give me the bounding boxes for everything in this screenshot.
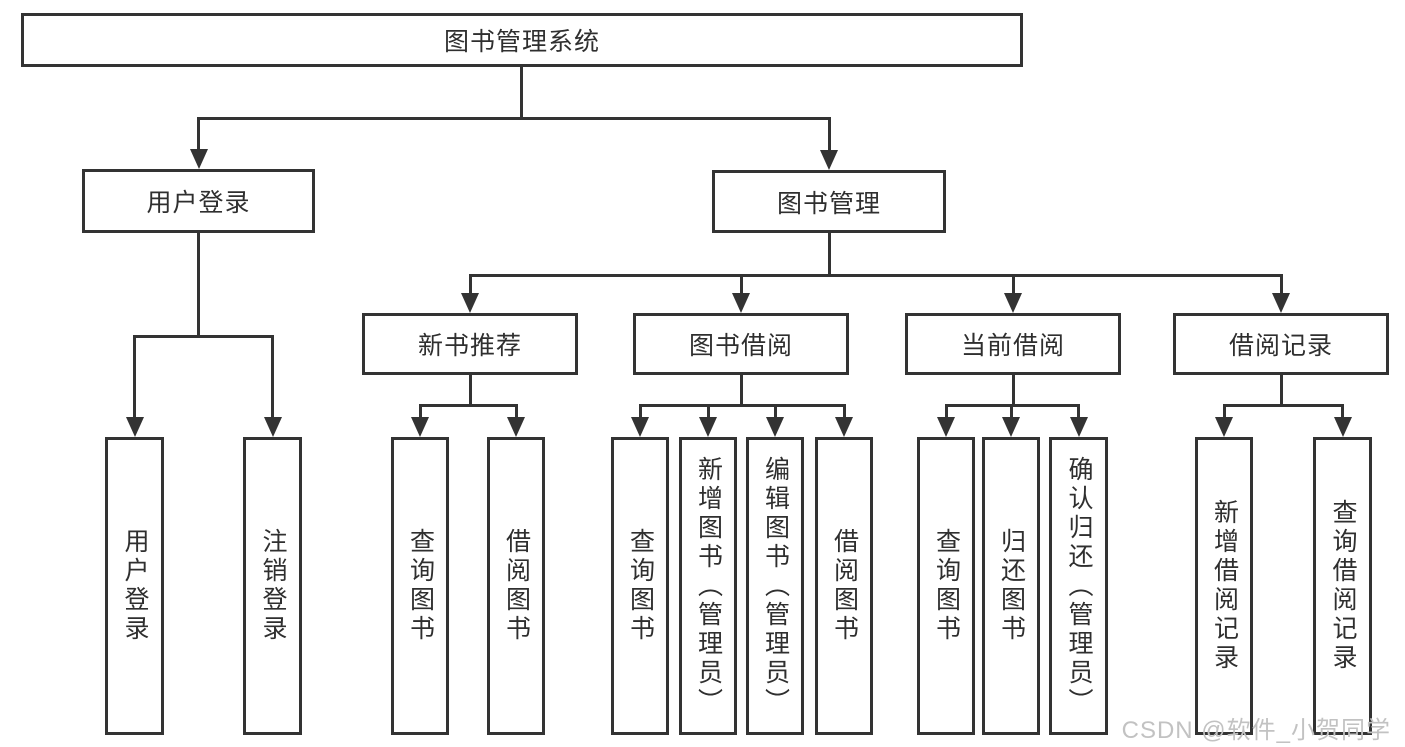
arrow-down-icon xyxy=(189,149,208,169)
node-library-management-system: 图书管理系统 xyxy=(21,13,1023,67)
connector-stem xyxy=(1279,375,1283,407)
connector-drop xyxy=(1011,274,1015,295)
connector-drop xyxy=(1009,404,1013,419)
arrow-down-icon xyxy=(699,417,717,437)
node-user-login: 用户登录 xyxy=(82,169,315,233)
arrow-down-icon xyxy=(820,150,838,170)
connector-drop xyxy=(468,274,472,295)
leaf-query-borrow-record: 查询借阅记录 xyxy=(1313,437,1372,735)
arrow-down-icon xyxy=(411,417,429,437)
node-book-management: 图书管理 xyxy=(712,170,946,233)
connector-stem xyxy=(197,233,200,338)
leaf-query-books-borrowing: 查询图书 xyxy=(611,437,669,735)
arrow-down-icon xyxy=(766,417,784,437)
arrow-down-icon xyxy=(1004,293,1022,313)
connector-stem xyxy=(1011,375,1015,407)
connector-drop xyxy=(944,404,948,419)
arrow-down-icon xyxy=(1069,417,1088,437)
leaf-borrow-books-borrowing: 借阅图书 xyxy=(815,437,873,735)
arrow-down-icon xyxy=(835,417,853,437)
leaf-edit-book-admin: 编辑图书（管理员） xyxy=(746,437,804,735)
connector-stem xyxy=(827,233,831,277)
node-borrowing-records: 借阅记录 xyxy=(1173,313,1389,375)
node-book-borrowing: 图书借阅 xyxy=(633,313,849,375)
connector-drop xyxy=(418,404,422,419)
connector-stem xyxy=(468,375,472,407)
arrow-down-icon xyxy=(1002,417,1020,437)
node-current-borrowing: 当前借阅 xyxy=(905,313,1121,375)
connector-drop xyxy=(133,335,136,419)
leaf-confirm-return-admin: 确认归还（管理员） xyxy=(1049,437,1108,735)
connector-rail xyxy=(1222,404,1344,407)
arrow-down-icon xyxy=(263,417,282,437)
csdn-watermark: CSDN @软件_小贺同学 xyxy=(1121,717,1391,744)
connector-rail xyxy=(197,117,831,120)
arrow-down-icon xyxy=(631,417,649,437)
connector-drop xyxy=(827,117,831,152)
arrow-down-icon xyxy=(1215,417,1233,437)
connector-drop xyxy=(514,404,518,419)
connector-drop xyxy=(739,274,743,295)
arrow-down-icon xyxy=(125,417,144,437)
connector-drop xyxy=(1222,404,1226,419)
leaf-query-books-recommend: 查询图书 xyxy=(391,437,449,735)
connector-drop xyxy=(842,404,846,419)
connector-rail xyxy=(133,335,274,338)
arrow-down-icon xyxy=(1272,293,1290,313)
connector-drop xyxy=(197,117,200,151)
arrow-down-icon xyxy=(937,417,955,437)
arrow-down-icon xyxy=(732,293,750,313)
leaf-borrow-books-recommend: 借阅图书 xyxy=(487,437,545,735)
connector-drop xyxy=(638,404,642,419)
node-new-book-recommendation: 新书推荐 xyxy=(362,313,578,375)
leaf-user-login: 用户登录 xyxy=(105,437,164,735)
leaf-logout: 注销登录 xyxy=(243,437,302,735)
leaf-add-book-admin: 新增图书（管理员） xyxy=(679,437,737,735)
arrow-down-icon xyxy=(461,293,479,313)
leaf-add-borrow-record: 新增借阅记录 xyxy=(1195,437,1253,735)
connector-rail xyxy=(638,404,846,407)
connector-drop xyxy=(1077,404,1080,419)
connector-drop xyxy=(706,404,710,419)
arrow-down-icon xyxy=(507,417,525,437)
connector-drop xyxy=(1341,404,1344,419)
leaf-return-book: 归还图书 xyxy=(982,437,1040,735)
connector-drop xyxy=(271,335,274,419)
connector-rail xyxy=(418,404,518,407)
connector-stem xyxy=(739,375,743,407)
connector-stem xyxy=(519,67,523,120)
arrow-down-icon xyxy=(1333,417,1352,437)
connector-rail xyxy=(468,274,1283,277)
leaf-query-books-current: 查询图书 xyxy=(917,437,975,735)
connector-drop xyxy=(773,404,777,419)
connector-drop xyxy=(1279,274,1283,295)
